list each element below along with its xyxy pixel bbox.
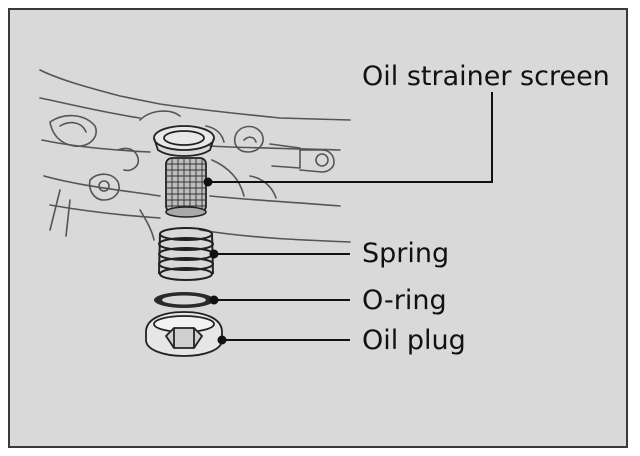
oil-plug-part [145, 311, 223, 357]
label-oil-strainer-screen: Oil strainer screen [362, 61, 610, 92]
leader-lines [203, 92, 493, 345]
spring-part [158, 227, 214, 281]
strainer-collar [153, 125, 215, 157]
leader-oil-strainer-screen [208, 92, 493, 183]
label-o-ring: O-ring [362, 285, 447, 316]
label-spring: Spring [362, 238, 450, 269]
oil-strainer-screen-part [165, 157, 207, 218]
o-ring-part [154, 292, 214, 308]
label-oil-plug: Oil plug [362, 325, 466, 356]
engine-casing-illustration [39, 69, 351, 243]
diagram-panel [8, 8, 628, 448]
